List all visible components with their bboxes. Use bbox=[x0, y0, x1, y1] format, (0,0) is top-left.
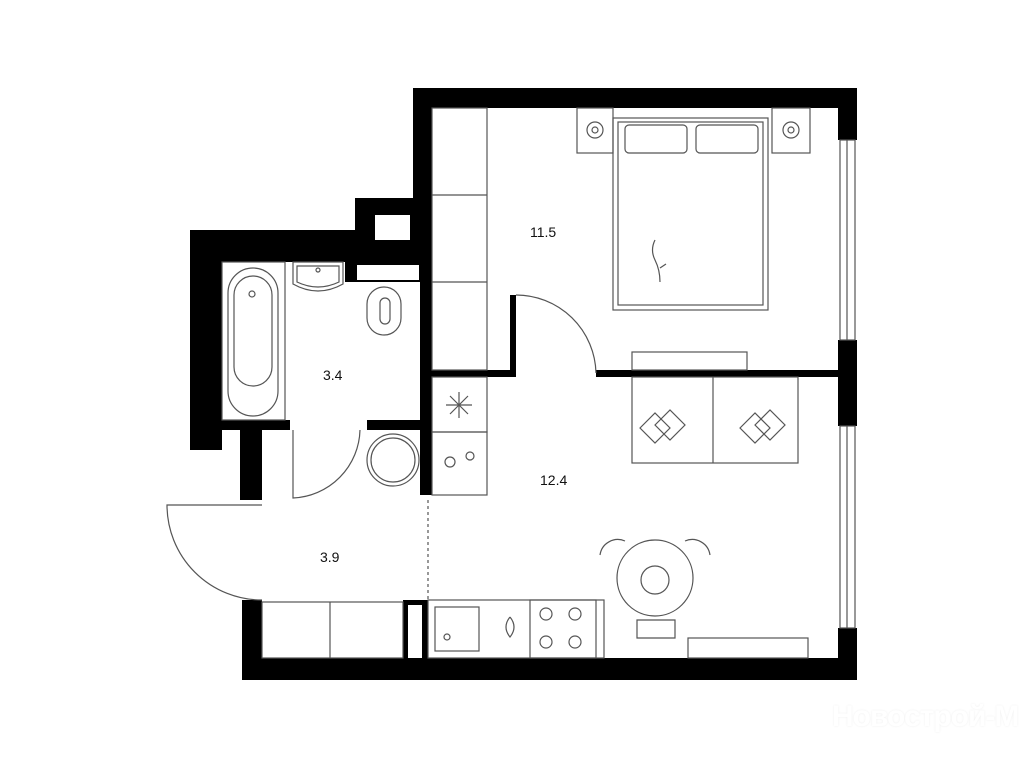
bed bbox=[612, 117, 769, 311]
fixtures bbox=[166, 107, 856, 659]
room-area-kitchen-living: 12.4 bbox=[540, 472, 568, 488]
nightstand-left bbox=[576, 107, 614, 154]
right-wall-top bbox=[838, 88, 857, 140]
walls bbox=[190, 88, 857, 680]
watermark: Новострой-М bbox=[832, 700, 1019, 733]
cat-icon bbox=[651, 239, 667, 283]
bathroom-door bbox=[292, 429, 361, 499]
toilet bbox=[366, 286, 402, 336]
cooktop bbox=[529, 599, 597, 659]
sofa bbox=[631, 376, 799, 464]
bath-left-step bbox=[240, 420, 262, 500]
kitchen-counter bbox=[427, 599, 605, 659]
wardrobe bbox=[431, 107, 488, 371]
bedroom-door bbox=[515, 294, 597, 374]
kitchen-counter-side bbox=[431, 431, 488, 496]
room-area-bedroom: 11.5 bbox=[530, 224, 557, 240]
radiator bbox=[687, 637, 809, 659]
washing-machine bbox=[366, 433, 420, 487]
kitchen-sink bbox=[434, 606, 480, 652]
bath-bottom-wall-right bbox=[367, 420, 425, 430]
partition-wall bbox=[432, 370, 514, 377]
bedroom-top-wall bbox=[413, 88, 857, 108]
bottom-left-wall bbox=[242, 600, 262, 680]
tv-stand bbox=[631, 351, 748, 371]
bath-bottom-wall-left bbox=[222, 420, 290, 430]
dining-table bbox=[616, 539, 694, 617]
bath-left-wall bbox=[190, 230, 222, 450]
bathtub bbox=[221, 261, 286, 421]
partition-wall-right bbox=[596, 370, 838, 377]
nightstand-right bbox=[771, 107, 811, 154]
bath-right-wall bbox=[420, 262, 432, 495]
right-wall-pier bbox=[838, 340, 857, 426]
hallway-cabinets bbox=[261, 601, 404, 659]
room-area-bathroom: 3.4 bbox=[323, 367, 343, 383]
entrance-door bbox=[166, 504, 263, 601]
bottom-wall bbox=[242, 658, 857, 680]
room-area-hallway: 3.9 bbox=[320, 549, 340, 565]
bathroom-sink bbox=[292, 261, 344, 292]
bedroom-left-wall bbox=[413, 88, 432, 263]
partition-stub bbox=[510, 295, 516, 377]
